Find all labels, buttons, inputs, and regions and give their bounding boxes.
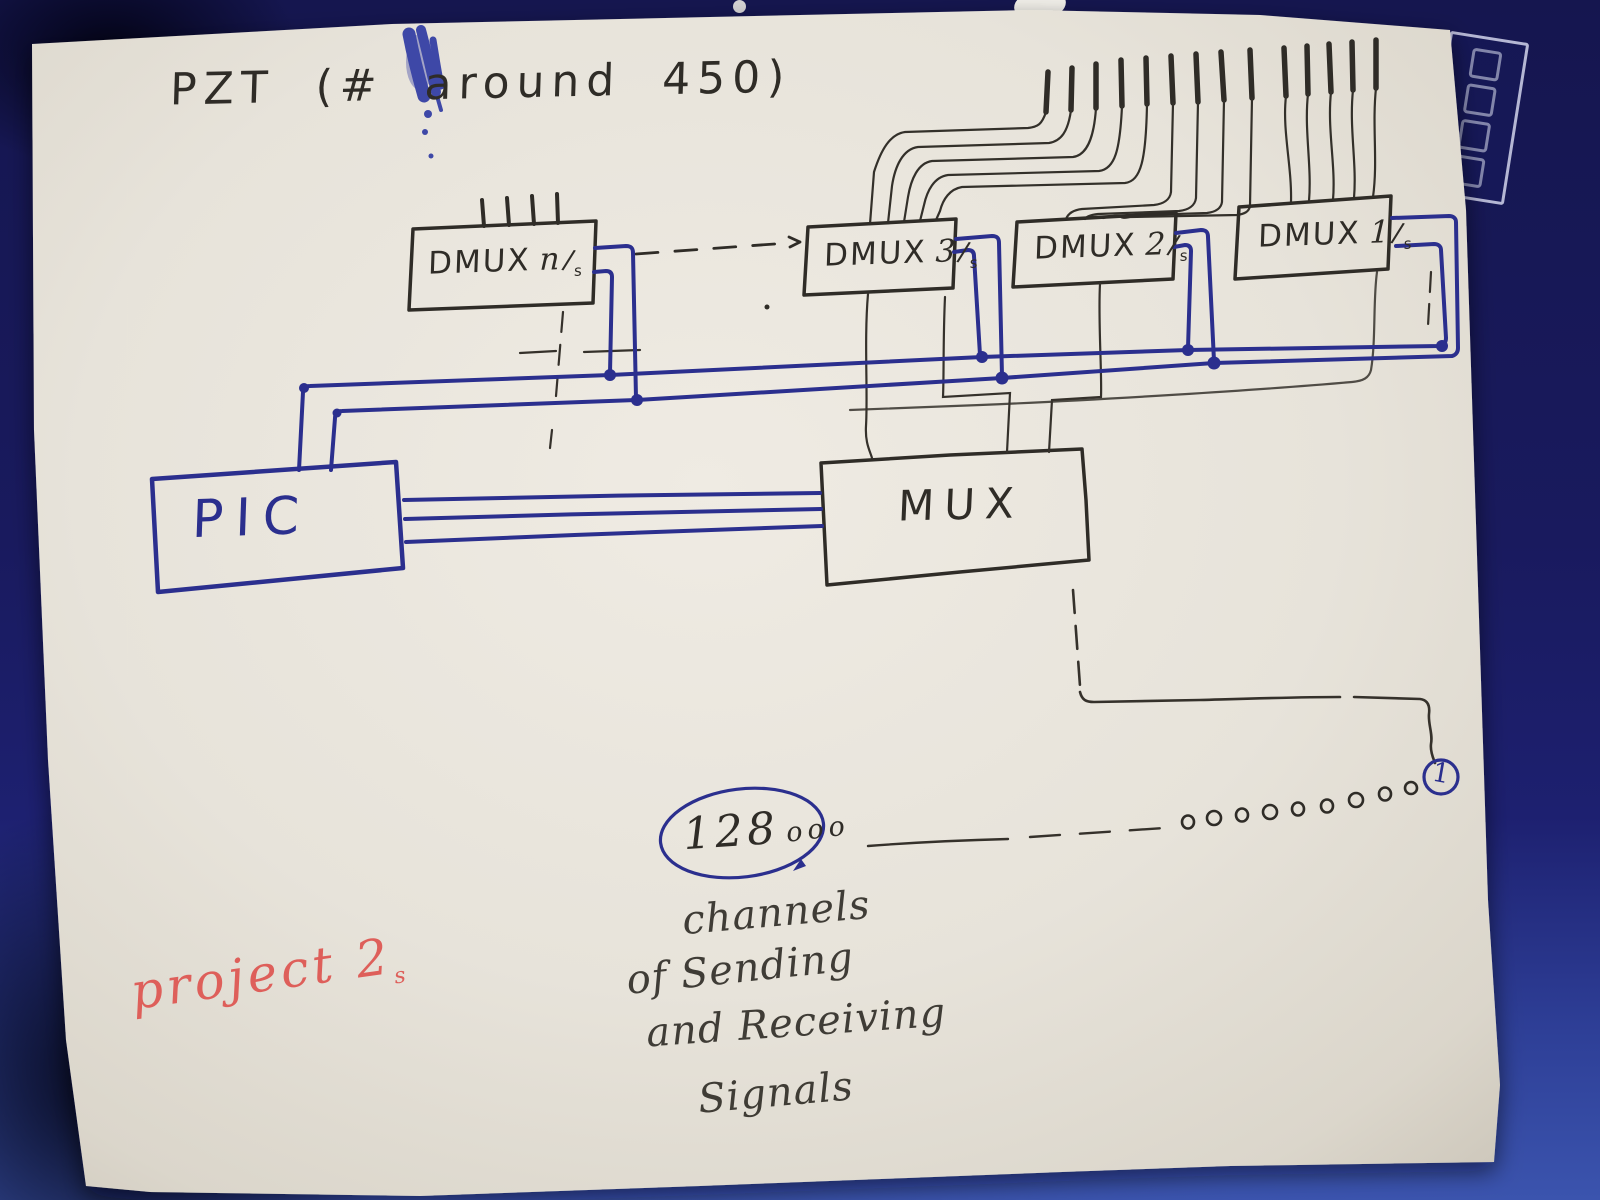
dmux-1-box <box>1233 194 1393 281</box>
mux-to-channels-dashes <box>1071 588 1437 765</box>
dmux-n-sub: s <box>573 261 585 280</box>
dmux-n-index: n <box>538 241 563 278</box>
pic-to-mux-line-1 <box>402 491 822 502</box>
count-highlight-ellipse <box>658 786 826 880</box>
pic-box <box>149 459 406 595</box>
dmux-2-sub: s <box>1179 246 1190 265</box>
project-sub: s <box>392 962 412 990</box>
pzt-wire-ticks <box>1043 37 1379 115</box>
dmux-n-inner-wire <box>592 269 614 375</box>
blue-ink-smudge <box>402 25 445 159</box>
channel-circle <box>1234 807 1250 823</box>
dmux-boxes <box>407 194 1393 587</box>
dmux-3-box <box>802 217 958 297</box>
channel-circle <box>1290 801 1306 817</box>
dmux-2-box <box>1011 211 1178 289</box>
paper-sheet <box>32 10 1500 1196</box>
node-1-number: 1 <box>1429 756 1453 791</box>
dmux-n-outer-wire <box>593 244 638 400</box>
channel-circle <box>1261 803 1279 821</box>
dmux-2-outer-wire <box>1174 228 1216 363</box>
channel-circle <box>1205 809 1223 827</box>
channel-circle <box>1319 798 1335 814</box>
dmux-2-name: DMUX <box>1033 227 1138 267</box>
dmux-1-sub: s <box>1403 234 1414 253</box>
channel-circle <box>1180 814 1196 830</box>
channel-dash-line <box>866 826 1166 848</box>
solder-junction-dots <box>299 340 1448 418</box>
dmux-3-name: DMUX <box>823 234 928 274</box>
dmux-n-name: DMUX <box>427 242 532 282</box>
dmux-1-name: DMUX <box>1257 215 1362 255</box>
channel-circle <box>1347 791 1365 809</box>
white-dot-top <box>733 0 746 13</box>
dmux-3-sub: s <box>969 253 980 272</box>
dmux-2-inner-wire <box>1172 243 1193 350</box>
count-number: 128 <box>681 802 781 861</box>
dmux-continuation-dashes <box>634 235 802 310</box>
dmux-n-input-ticks <box>480 192 560 228</box>
dmux-n-box <box>407 219 598 312</box>
dmux-3-inner-wire <box>952 248 982 357</box>
node-1-circle <box>1422 758 1460 796</box>
channel-circle <box>1377 786 1393 802</box>
channel-circles <box>1180 780 1419 830</box>
pic-to-mux-line-3 <box>404 524 824 544</box>
mux-label: MUX <box>896 478 1025 531</box>
pic-label: PIC <box>190 485 313 551</box>
pic-to-mux-line-2 <box>403 507 823 521</box>
dmux-3-outer-wire <box>954 234 1004 378</box>
mux-box <box>819 447 1091 587</box>
channel-circle <box>1403 780 1419 796</box>
